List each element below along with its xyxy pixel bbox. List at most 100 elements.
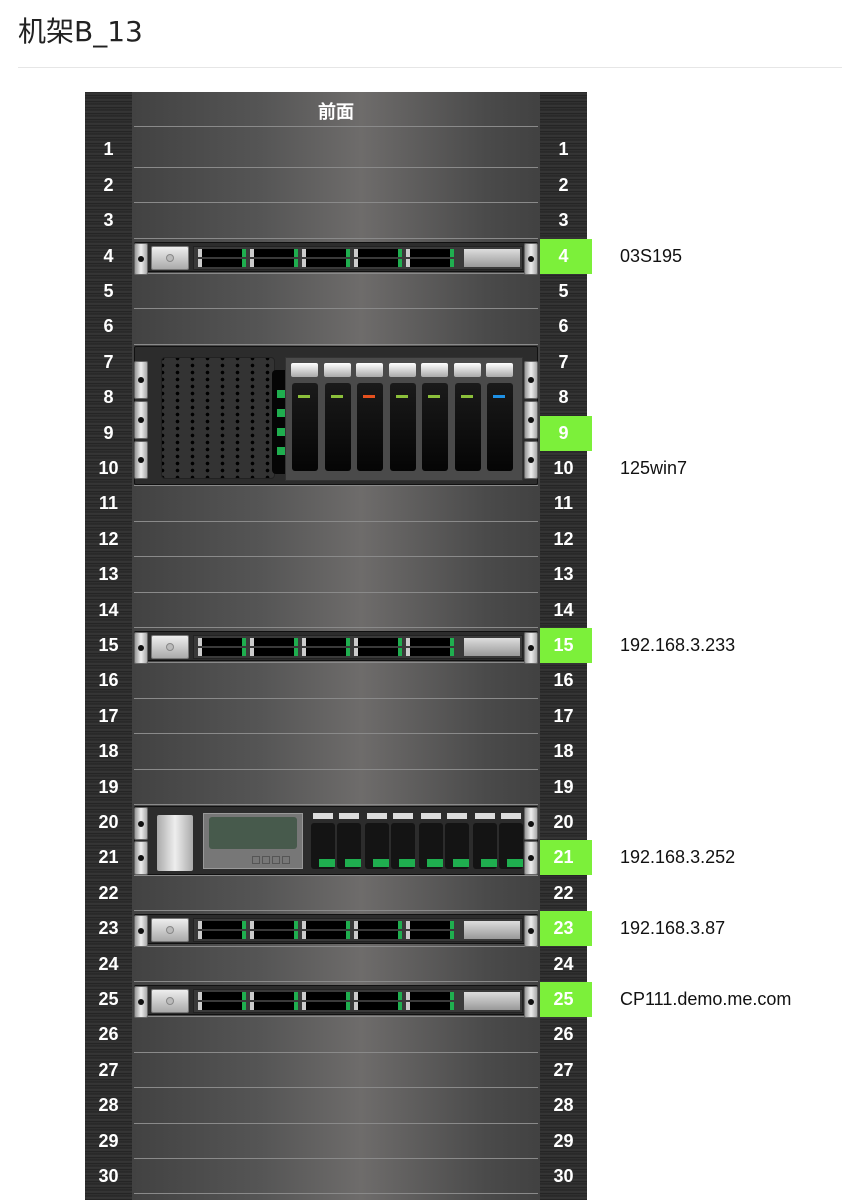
- unit-number: 24: [553, 953, 574, 974]
- row-divider: [134, 662, 538, 664]
- drive-latch[interactable]: [447, 812, 467, 819]
- unit-number: 10: [98, 457, 119, 478]
- power-button[interactable]: [151, 988, 189, 1013]
- power-button[interactable]: [151, 918, 189, 943]
- divider: [18, 67, 842, 68]
- device-label[interactable]: 192.168.3.233: [620, 634, 736, 655]
- unit-number: 5: [103, 280, 114, 301]
- 2u-storage[interactable]: [134, 805, 538, 875]
- drive-latch[interactable]: [421, 362, 448, 377]
- unit-number: 17: [553, 705, 574, 726]
- lcd-button[interactable]: [272, 855, 280, 864]
- drive-latch[interactable]: [356, 362, 383, 377]
- drive-latch[interactable]: [291, 362, 318, 377]
- drive-tray[interactable]: [311, 822, 335, 869]
- unit-number: 29: [553, 1130, 574, 1151]
- drive-latch[interactable]: [393, 812, 413, 819]
- drive-tray[interactable]: [445, 822, 469, 869]
- device-label[interactable]: 192.168.3.87: [620, 918, 726, 939]
- unit-number: 3: [103, 210, 114, 231]
- lcd-button[interactable]: [282, 855, 290, 864]
- drive-tray[interactable]: [419, 822, 443, 869]
- drive-latch[interactable]: [388, 362, 416, 377]
- unit-number: 4: [558, 245, 569, 266]
- mounting-ear: [524, 806, 538, 841]
- drive-slot: [198, 931, 246, 940]
- drive-led: [373, 858, 389, 867]
- row-divider: [134, 591, 538, 593]
- unit-highlight: [540, 238, 592, 274]
- drive-slot: [302, 931, 350, 940]
- 1u-server[interactable]: [134, 914, 538, 948]
- drive-slot: [406, 258, 454, 267]
- drive-tray[interactable]: [487, 382, 513, 471]
- lcd-button[interactable]: [252, 855, 260, 864]
- unit-number: 11: [553, 493, 574, 514]
- drive-latch[interactable]: [323, 362, 351, 377]
- row-divider: [134, 202, 538, 204]
- drive-latch[interactable]: [453, 362, 481, 377]
- drive-slot: [250, 931, 298, 940]
- unit-number: 28: [98, 1095, 119, 1116]
- drive-tray[interactable]: [454, 382, 481, 471]
- row-divider: [134, 1193, 538, 1195]
- drive-tray[interactable]: [389, 382, 416, 471]
- unit-number: 8: [103, 387, 114, 408]
- row-divider: [134, 1087, 538, 1089]
- drive-latch[interactable]: [421, 812, 441, 819]
- drive-latch[interactable]: [486, 362, 513, 377]
- drive-slot: [354, 1001, 402, 1010]
- power-button[interactable]: [157, 814, 193, 871]
- unit-number: 3: [558, 210, 569, 231]
- row-divider: [134, 1157, 538, 1159]
- vent-panel: [161, 356, 292, 479]
- drive-tray[interactable]: [337, 822, 361, 869]
- drive-tray[interactable]: [473, 822, 497, 869]
- drive-slot: [250, 991, 298, 1000]
- drive-slot: [354, 637, 402, 646]
- drive-latch[interactable]: [313, 812, 333, 819]
- drive-led: [319, 858, 335, 867]
- drive-latch[interactable]: [367, 812, 387, 819]
- device-label[interactable]: 125win7: [620, 457, 688, 478]
- mounting-ear: [524, 400, 538, 439]
- drive-tray[interactable]: [422, 382, 448, 471]
- device-label[interactable]: 03S195: [620, 245, 683, 266]
- device-label[interactable]: 192.168.3.252: [620, 847, 736, 868]
- unit-number: 16: [98, 670, 119, 691]
- drive-tray[interactable]: [357, 382, 383, 471]
- mounting-ear: [134, 985, 148, 1019]
- device-label[interactable]: CP111.demo.me.com: [620, 988, 792, 1009]
- 4u-server[interactable]: [134, 345, 538, 486]
- power-button[interactable]: [151, 245, 189, 270]
- drive-activity-led: [298, 394, 310, 398]
- drive-slot: [198, 248, 246, 257]
- drive-slot: [198, 647, 246, 656]
- button-dot: [166, 926, 174, 935]
- power-button[interactable]: [151, 634, 189, 659]
- row-divider: [134, 980, 538, 982]
- mounting-ear: [134, 841, 148, 875]
- drive-tray[interactable]: [499, 822, 523, 869]
- unit-number: 26: [553, 1024, 574, 1045]
- drive-slot: [354, 258, 402, 267]
- 1u-server[interactable]: [134, 241, 538, 275]
- drive-tray[interactable]: [324, 382, 351, 471]
- lcd-button[interactable]: [262, 855, 270, 864]
- drive-latch[interactable]: [475, 812, 495, 819]
- drive-latch[interactable]: [339, 812, 359, 819]
- drive-tray[interactable]: [365, 822, 389, 869]
- drive-latch[interactable]: [501, 812, 521, 819]
- blank-panel: [464, 637, 520, 656]
- drive-slot: [250, 1001, 298, 1010]
- drive-slot: [354, 931, 402, 940]
- drive-tray[interactable]: [292, 382, 318, 471]
- drive-tray[interactable]: [391, 822, 415, 869]
- unit-number: 18: [553, 741, 574, 762]
- 1u-server[interactable]: [134, 630, 538, 665]
- 1u-server[interactable]: [134, 984, 538, 1019]
- unit-number: 23: [553, 918, 574, 939]
- lcd-screen: [209, 816, 297, 849]
- row-divider: [134, 768, 538, 770]
- status-led: [277, 408, 285, 417]
